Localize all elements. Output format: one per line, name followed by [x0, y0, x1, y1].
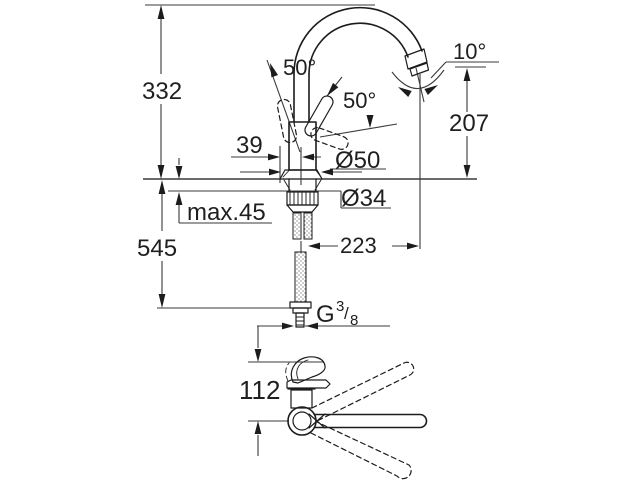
- lever-raised-position-dashed: [276, 98, 298, 144]
- mounting-nut: [286, 191, 319, 206]
- arrowhead: [398, 87, 412, 97]
- arrowhead: [254, 349, 262, 362]
- dimension-lines: [143, 4, 499, 456]
- arrowhead: [463, 68, 471, 81]
- arrowhead: [175, 166, 183, 179]
- arrowhead: [157, 5, 165, 19]
- top-view-faucet: [285, 356, 428, 480]
- counter-hatch: [283, 179, 322, 191]
- dim-207-line: [455, 66, 486, 165]
- dim-10deg-leader: [430, 61, 499, 79]
- arrowhead: [254, 421, 262, 434]
- spout-inner-arc: [308, 22, 409, 75]
- lever-lowered-position-dashed: [310, 127, 349, 150]
- arrowhead: [463, 165, 471, 178]
- arrowhead: [424, 85, 438, 95]
- supply-hose-lower: [294, 251, 307, 303]
- lever-bar: [286, 379, 331, 389]
- dim-label-d34: Ø34: [341, 185, 386, 212]
- spout-riser: [293, 73, 310, 123]
- dim-d34-leader: [340, 191, 391, 209]
- spout-arm-swivel-up: [311, 361, 415, 422]
- arrowhead: [327, 82, 339, 96]
- dim-label-207: 207: [449, 110, 489, 137]
- spout-arm-swivel-down: [310, 421, 412, 480]
- arrowhead: [407, 242, 419, 250]
- dimension-labels: 332 545 39 max.45 50° 50° 10° 207 Ø50 Ø3…: [137, 39, 489, 405]
- dim-label-10deg: 10°: [453, 39, 486, 64]
- dim-label-545: 545: [137, 235, 177, 262]
- dim-label-223: 223: [340, 233, 377, 258]
- aerator-tip: [409, 62, 430, 77]
- thread-lines: [295, 316, 305, 326]
- thread-g: G: [316, 301, 335, 328]
- handle-angle-leader-3: [319, 123, 398, 138]
- supply-hose-right: [303, 212, 313, 240]
- arrowhead: [157, 165, 165, 179]
- pivot-x-mark: [308, 413, 326, 429]
- raised-lever-dashed-edge: [285, 362, 290, 382]
- escutcheon-hatch: [282, 170, 322, 178]
- spout-outer-arc: [293, 6, 423, 75]
- arrowhead: [306, 322, 318, 330]
- dim-label-112: 112: [239, 375, 280, 405]
- dim-label-d50: Ø50: [335, 147, 380, 174]
- raised-lever-inner-line: [296, 359, 309, 380]
- swivel-base-outer: [287, 406, 317, 436]
- dim-label-max45: max.45: [187, 199, 266, 226]
- arrowhead: [308, 242, 320, 250]
- lever-solid-position: [304, 95, 334, 137]
- arrowhead: [175, 192, 183, 205]
- thread-numerator: 3: [336, 298, 344, 315]
- dim-label-g38: G 3 / 8: [316, 298, 358, 329]
- arrowhead: [269, 168, 281, 176]
- dim-label-332: 332: [142, 78, 182, 105]
- spout-arm-solid: [313, 413, 428, 429]
- aerator-band: [404, 48, 428, 70]
- supply-hose-left: [292, 212, 302, 240]
- arrowhead: [321, 168, 333, 176]
- top-view-reference-lines: [248, 361, 323, 422]
- arrowhead: [366, 115, 374, 128]
- dim-label-50deg-upper: 50°: [283, 55, 316, 80]
- arrowhead: [158, 294, 166, 308]
- dim-label-39: 39: [236, 132, 263, 159]
- side-view-faucet: [276, 6, 430, 328]
- raised-lever-outline: [290, 356, 326, 384]
- thread-denominator: 8: [350, 312, 358, 329]
- body-block: [290, 389, 313, 409]
- mounting-nut-taper: [286, 204, 319, 213]
- dim-label-50deg-lower: 50°: [343, 88, 376, 113]
- arrowhead: [158, 180, 166, 194]
- arrowhead: [302, 153, 314, 161]
- thread-slash: /: [344, 304, 349, 323]
- thread-stub: [295, 312, 305, 328]
- swivel-base-inner: [292, 411, 312, 431]
- arrowhead: [268, 153, 280, 161]
- tilt-swing-arc: [391, 69, 445, 89]
- arrowhead: [270, 63, 278, 78]
- arrowhead: [282, 322, 294, 330]
- dim-max45-leader: [178, 158, 272, 224]
